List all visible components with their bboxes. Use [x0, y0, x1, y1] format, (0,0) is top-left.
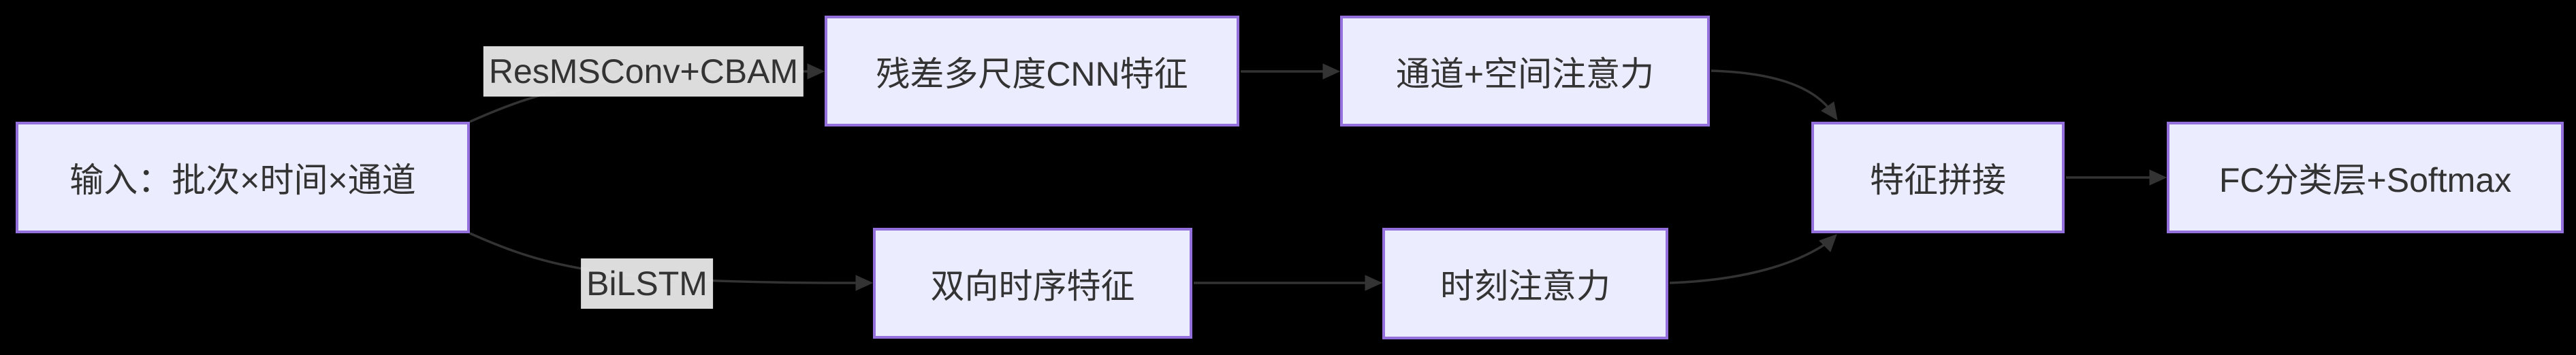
arrowhead-time-attn-to-concat [1819, 234, 1837, 252]
arrowhead-input-to-res-ms-cnn [807, 63, 825, 80]
node-time-attention: 时刻注意力 [1382, 228, 1668, 339]
node-res-ms-cnn-features: 残差多尺度CNN特征 [825, 16, 1239, 126]
node-channel-spatial-attention: 通道+空间注意力 [1340, 16, 1710, 126]
arrowhead-bi-temporal-to-time-attn [1365, 275, 1383, 291]
node-bi-temporal-features: 双向时序特征 [873, 228, 1192, 339]
node-feature-concat: 特征拼接 [1811, 122, 2065, 233]
edge-label-resmsconv-cbam: ResMSConv+CBAM [483, 46, 804, 97]
edge-time-attn-to-concat [1669, 239, 1832, 284]
node-input: 输入：批次×时间×通道 [16, 122, 470, 233]
arrowhead-chan-spatial-attn-to-concat [1821, 101, 1838, 120]
edge-label-bilstm: BiLSTM [581, 258, 713, 309]
arrowhead-input-to-bi-temporal [855, 275, 874, 291]
edge-chan-spatial-attn-to-concat [1711, 69, 1834, 114]
node-fc-softmax: FC分类层+Softmax [2167, 122, 2564, 233]
arrowhead-res-ms-cnn-to-chan-spatial-attn [1322, 63, 1341, 80]
arrowhead-concat-to-fc-softmax [2149, 169, 2167, 186]
